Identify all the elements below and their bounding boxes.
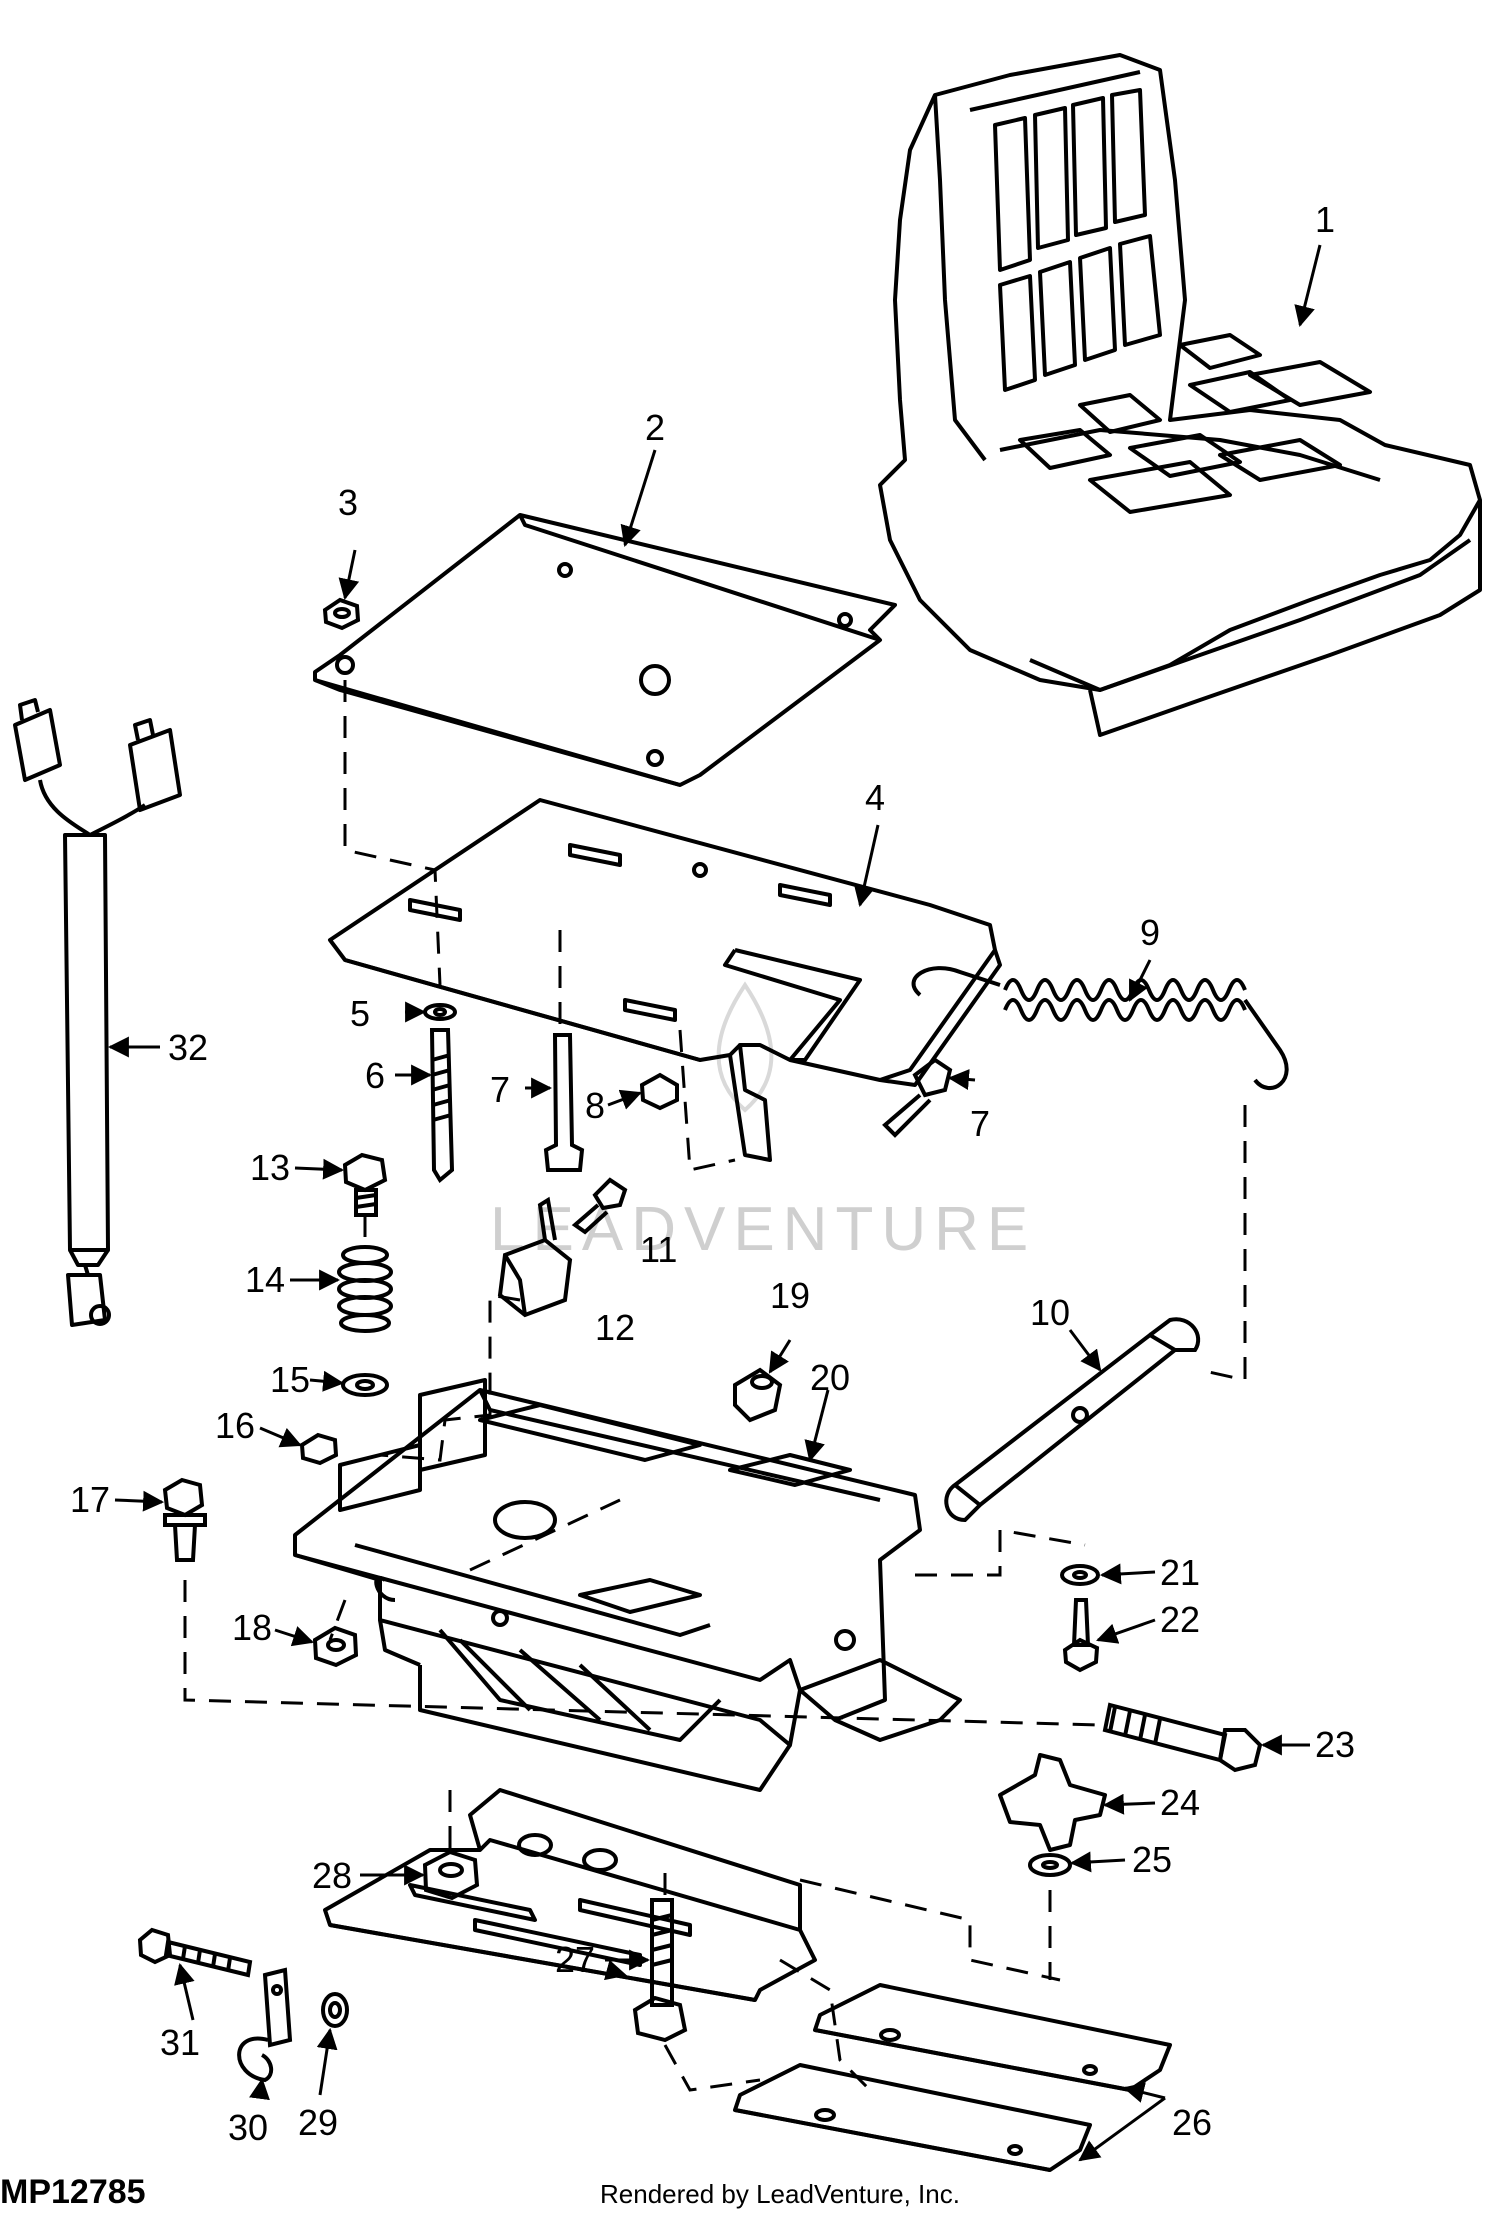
part-5-washer xyxy=(423,1003,457,1021)
callout-20: 20 xyxy=(810,1357,850,1398)
part-4-bracket xyxy=(328,798,1002,1162)
part-7-screw xyxy=(543,1033,585,1172)
callout-2: 2 xyxy=(645,407,665,448)
part-24-knob xyxy=(998,1753,1107,1852)
callout-6: 6 xyxy=(365,1055,385,1096)
part-base-plate xyxy=(323,1788,817,2002)
callout-8: 8 xyxy=(585,1085,605,1126)
part-11-screw xyxy=(571,1177,628,1235)
part-32-wiring-harness xyxy=(13,698,182,1327)
part-3-nut xyxy=(322,597,361,631)
callout-27: 27 xyxy=(555,1939,595,1980)
callout-28: 28 xyxy=(312,1855,352,1896)
part-8-nut xyxy=(639,1072,679,1111)
part-29-nut xyxy=(321,1992,349,2028)
render-credit: Rendered by LeadVenture, Inc. xyxy=(600,2179,960,2209)
callouts: 1 2 3 4 5 6 7 7 8 9 10 11 12 13 14 15 16… xyxy=(70,199,1355,2148)
callout-5: 5 xyxy=(350,993,370,1034)
figure-id: MP12785 xyxy=(0,2173,146,2211)
callout-14: 14 xyxy=(245,1259,285,1300)
part-7-screw-right xyxy=(882,1057,953,1138)
part-23-bolt xyxy=(1102,1702,1263,1773)
part-18-nut xyxy=(312,1625,359,1668)
callout-30: 30 xyxy=(228,2107,268,2148)
callout-4: 4 xyxy=(865,777,885,818)
part-16-nut xyxy=(299,1432,339,1466)
callout-32: 32 xyxy=(168,1027,208,1068)
watermark: LEADVENTURE xyxy=(490,1195,1036,1264)
callout-24: 24 xyxy=(1160,1782,1200,1823)
callout-3: 3 xyxy=(338,482,358,523)
callout-21: 21 xyxy=(1160,1552,1200,1593)
part-20-suspension xyxy=(293,1378,962,1792)
part-14-spring xyxy=(337,1245,393,1333)
callout-12: 12 xyxy=(595,1307,635,1348)
part-21-washer xyxy=(1060,1564,1100,1586)
callout-25: 25 xyxy=(1132,1839,1172,1880)
callout-7: 7 xyxy=(490,1069,510,1110)
callout-19: 19 xyxy=(770,1275,810,1316)
part-17-bolt xyxy=(162,1477,207,1562)
part-10-rod xyxy=(944,1317,1201,1523)
callout-7-right: 7 xyxy=(970,1103,990,1144)
callout-1: 1 xyxy=(1315,199,1335,240)
callout-22: 22 xyxy=(1160,1599,1200,1640)
part-28-nut xyxy=(422,1849,480,1901)
part-19-bushing xyxy=(733,1367,783,1423)
part-30-clip xyxy=(237,1967,293,2083)
assembly-phantom-lines xyxy=(183,680,1247,2092)
part-1-seat xyxy=(878,53,1482,737)
part-12-switch xyxy=(497,1196,573,1318)
callout-16: 16 xyxy=(215,1405,255,1446)
callout-18: 18 xyxy=(232,1607,272,1648)
callout-13: 13 xyxy=(250,1147,290,1188)
watermark-flame-icon xyxy=(716,981,774,1113)
callout-23: 23 xyxy=(1315,1724,1355,1765)
callout-9: 9 xyxy=(1140,912,1160,953)
part-27-bolt xyxy=(632,1898,688,2043)
part-9-spring xyxy=(911,966,1289,1090)
part-22-screw xyxy=(1062,1598,1100,1673)
part-13-bolt xyxy=(342,1152,388,1217)
part-15-washer xyxy=(341,1373,389,1397)
callout-31: 31 xyxy=(160,2022,200,2063)
part-31-bolt xyxy=(137,1927,253,1978)
callout-15: 15 xyxy=(270,1359,310,1400)
part-25-washer xyxy=(1028,1853,1072,1877)
callout-29: 29 xyxy=(298,2102,338,2143)
callout-11: 11 xyxy=(640,1229,677,1270)
part-2-seat-plate xyxy=(313,513,897,787)
leader-lines xyxy=(107,244,1322,2162)
callout-26: 26 xyxy=(1172,2102,1212,2143)
callout-10: 10 xyxy=(1030,1292,1070,1333)
part-6-bolt xyxy=(429,1028,455,1184)
callout-17: 17 xyxy=(70,1479,110,1520)
